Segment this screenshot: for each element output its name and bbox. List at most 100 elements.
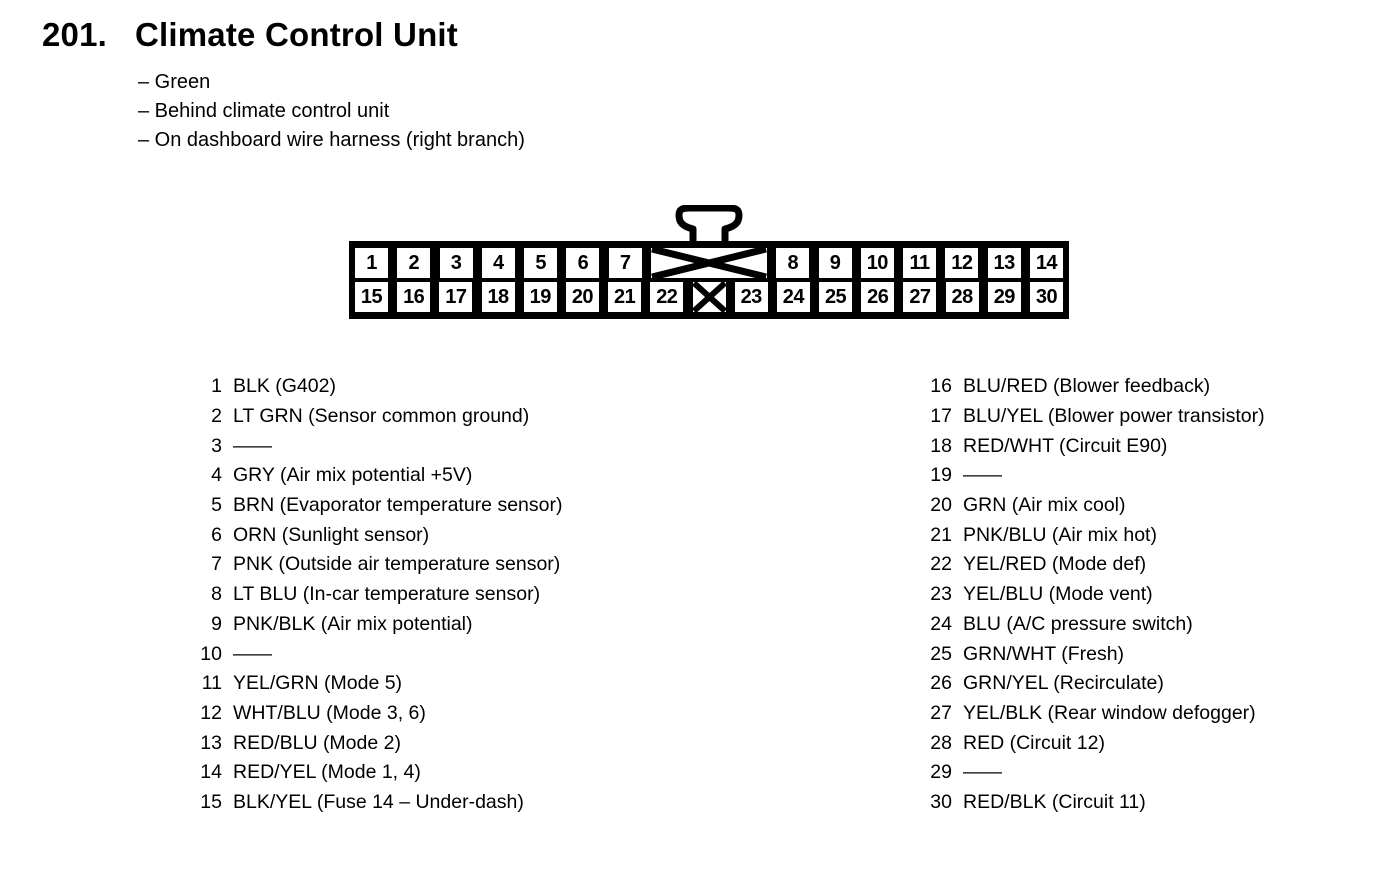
pin-number: 11 <box>201 672 222 695</box>
pin-cell: 9 <box>818 248 852 278</box>
pin-cell: 4 <box>481 248 515 278</box>
pin-label: GRN/YEL (Recirculate) <box>963 672 1164 695</box>
pin-list-row: 19 —— <box>922 461 1265 491</box>
pin-label: —— <box>233 434 272 457</box>
pin-cell: 13 <box>987 248 1021 278</box>
pin-label: WHT/BLU (Mode 3, 6) <box>233 701 426 724</box>
pin-cell: 18 <box>481 282 515 312</box>
pin-list-row: 1 BLK (G402) <box>192 372 562 402</box>
pin-list-row: 20 GRN (Air mix cool) <box>922 491 1265 521</box>
pin-cell: 23 <box>734 282 768 312</box>
pin-label: BLU (A/C pressure switch) <box>963 612 1193 635</box>
pin-cell: 15 <box>355 282 388 312</box>
pin-list-row: 17 BLU/YEL (Blower power transistor) <box>922 402 1265 432</box>
pin-label: —— <box>963 464 1002 487</box>
pin-label: YEL/RED (Mode def) <box>963 553 1147 576</box>
latch-tab-icon <box>675 205 743 247</box>
pin-number: 4 <box>211 464 222 487</box>
pin-list-row: 15 BLK/YEL (Fuse 14 – Under-dash) <box>192 788 562 818</box>
pin-label: ORN (Sunlight sensor) <box>233 523 430 546</box>
pin-cell: 27 <box>903 282 937 312</box>
pin-cell: 16 <box>397 282 431 312</box>
pin-label: BLU/YEL (Blower power transistor) <box>963 405 1265 428</box>
pin-number: 22 <box>930 553 952 576</box>
pin-number: 26 <box>930 672 952 695</box>
pin-number: 23 <box>930 583 952 606</box>
pin-list-row: 23 YEL/BLU (Mode vent) <box>922 580 1265 610</box>
pin-list-row: 18 RED/WHT (Circuit E90) <box>922 431 1265 461</box>
pin-cell: 5 <box>524 248 558 278</box>
pin-list-row: 6 ORN (Sunlight sensor) <box>192 520 562 550</box>
pin-list-row: 9 PNK/BLK (Air mix potential) <box>192 610 562 640</box>
pin-list-row: 25 GRN/WHT (Fresh) <box>922 639 1265 669</box>
pin-number: 17 <box>930 405 952 428</box>
pin-label: LT GRN (Sensor common ground) <box>233 405 530 428</box>
pin-cell: 19 <box>523 282 557 312</box>
pin-number: 30 <box>930 790 952 813</box>
pin-list-row: 27 YEL/BLK (Rear window defogger) <box>922 699 1265 729</box>
pin-label: BLK/YEL (Fuse 14 – Under-dash) <box>233 790 524 813</box>
pin-list-left: 1 BLK (G402) 2 LT GRN (Sensor common gro… <box>192 372 562 817</box>
pin-number: 12 <box>200 701 222 724</box>
pin-cell: 21 <box>608 282 642 312</box>
pin-label: RED/WHT (Circuit E90) <box>963 434 1168 457</box>
pin-number: 13 <box>200 731 222 754</box>
pin-number: 27 <box>930 701 952 724</box>
pin-cell: 24 <box>776 282 810 312</box>
pin-list-row: 7 PNK (Outside air temperature sensor) <box>192 550 562 580</box>
pin-label: BLK (G402) <box>233 375 336 398</box>
pin-list-row: 4 GRY (Air mix potential +5V) <box>192 461 562 491</box>
pin-label: BLU/RED (Blower feedback) <box>963 375 1211 398</box>
pin-list-row: 16 BLU/RED (Blower feedback) <box>922 372 1265 402</box>
connector-frame: 1 2 3 4 5 6 7 <box>349 241 1069 319</box>
pin-label: RED (Circuit 12) <box>963 731 1105 754</box>
pin-list-row: 12 WHT/BLU (Mode 3, 6) <box>192 699 562 729</box>
pin-list-right: 16 BLU/RED (Blower feedback) 17 BLU/YEL … <box>922 372 1265 818</box>
pin-cell: 26 <box>861 282 895 312</box>
pin-list-row: 26 GRN/YEL (Recirculate) <box>922 669 1265 699</box>
pin-list-row: 5 BRN (Evaporator temperature sensor) <box>192 491 562 521</box>
pin-list-row: 30 RED/BLK (Circuit 11) <box>922 788 1265 818</box>
pin-number: 29 <box>930 761 952 784</box>
pin-cell: 12 <box>945 248 979 278</box>
pin-number: 7 <box>211 553 222 576</box>
pin-list-row: 24 BLU (A/C pressure switch) <box>922 610 1265 640</box>
pin-label: BRN (Evaporator temperature sensor) <box>233 494 563 517</box>
pin-list-row: 28 RED (Circuit 12) <box>922 728 1265 758</box>
pin-label: PNK/BLK (Air mix potential) <box>233 612 473 635</box>
pin-list-row: 3 —— <box>192 431 562 461</box>
section-heading: 201. Climate Control Unit <box>42 16 458 54</box>
pin-number: 28 <box>930 731 952 754</box>
pin-label: GRN/WHT (Fresh) <box>963 642 1125 665</box>
pin-label: —— <box>233 642 272 665</box>
pin-cell: 7 <box>608 248 642 278</box>
pin-list-row: 21 PNK/BLU (Air mix hot) <box>922 520 1265 550</box>
pin-number: 3 <box>211 434 222 457</box>
pin-cell: 3 <box>439 248 473 278</box>
pin-row-top: 1 2 3 4 5 6 7 <box>355 248 1063 278</box>
pin-number: 9 <box>211 612 222 635</box>
pin-number: 21 <box>930 523 952 546</box>
pin-cell: 17 <box>439 282 473 312</box>
pin-number: 24 <box>930 612 952 635</box>
keyway-cell-small <box>692 282 726 312</box>
pin-cell: 25 <box>819 282 853 312</box>
pin-cell: 1 <box>355 248 388 278</box>
x-mark-icon <box>651 248 767 278</box>
pin-list-row: 8 LT BLU (In-car temperature sensor) <box>192 580 562 610</box>
pin-number: 18 <box>930 434 952 457</box>
pin-cell: 6 <box>566 248 600 278</box>
pin-number: 5 <box>211 494 222 517</box>
pin-label: YEL/GRN (Mode 5) <box>233 672 403 695</box>
pin-row-bottom: 15 16 17 18 19 20 21 22 <box>355 282 1063 312</box>
pin-number: 1 <box>211 375 222 398</box>
note-line: – On dashboard wire harness (right branc… <box>138 129 525 152</box>
pin-number: 10 <box>200 642 222 665</box>
pin-number: 8 <box>211 583 222 606</box>
pin-number: 20 <box>930 494 952 517</box>
pin-list-row: 29 —— <box>922 758 1265 788</box>
pin-label: RED/BLU (Mode 2) <box>233 731 401 754</box>
pin-number: 19 <box>930 464 952 487</box>
pin-label: GRN (Air mix cool) <box>963 494 1126 517</box>
pin-label: PNK (Outside air temperature sensor) <box>233 553 561 576</box>
